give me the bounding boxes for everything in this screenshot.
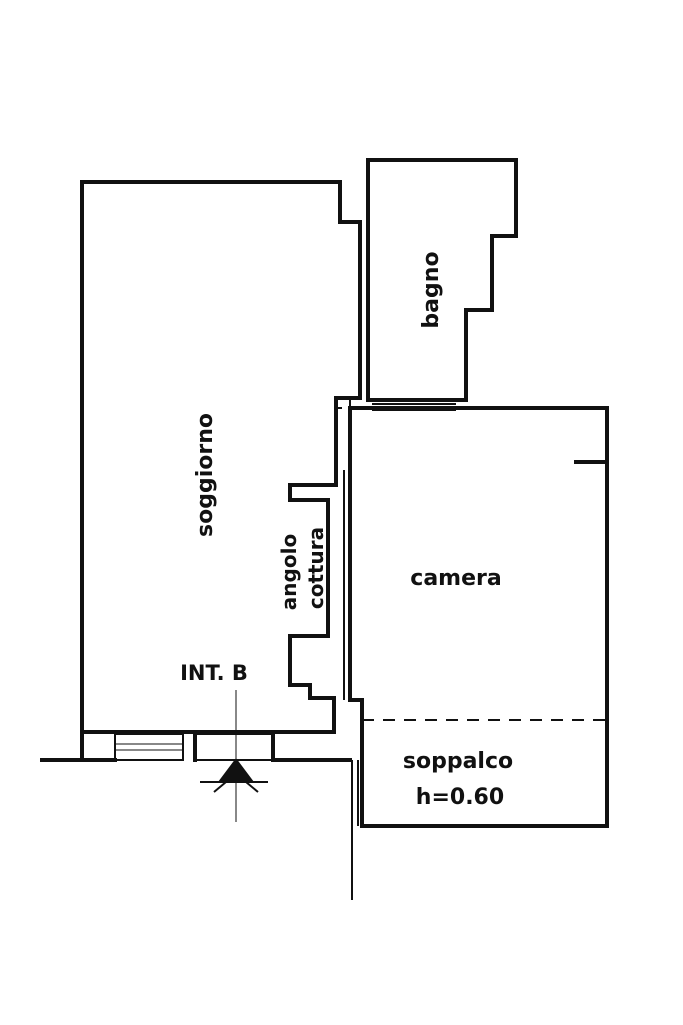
label-camera: camera bbox=[410, 566, 501, 591]
door-bagno bbox=[372, 403, 456, 411]
wall-window-right bbox=[181, 730, 197, 762]
wall-soggiorno bbox=[80, 180, 362, 734]
label-angolo: angolo bbox=[277, 534, 301, 610]
entrance-door bbox=[194, 733, 274, 761]
label-soggiorno: soggiorno bbox=[193, 413, 218, 537]
label-unit: INT. B bbox=[180, 661, 248, 685]
wall-camera bbox=[348, 406, 609, 828]
label-soppalco: soppalco bbox=[403, 749, 513, 774]
wall-inner-camera bbox=[343, 470, 351, 700]
wall-bottom-left bbox=[40, 730, 117, 762]
window-glazing bbox=[115, 743, 183, 751]
wall-corridor-top bbox=[338, 397, 351, 409]
window bbox=[114, 733, 184, 761]
label-soppalco-height: h=0.60 bbox=[416, 785, 504, 810]
label-cottura: cottura bbox=[304, 527, 328, 609]
wall-bagno bbox=[366, 158, 518, 402]
entrance-arrow-icon bbox=[200, 690, 268, 822]
label-bagno: bagno bbox=[419, 251, 444, 328]
wall-bottom-right bbox=[271, 730, 352, 762]
wall-exterior-vertical bbox=[351, 760, 359, 900]
